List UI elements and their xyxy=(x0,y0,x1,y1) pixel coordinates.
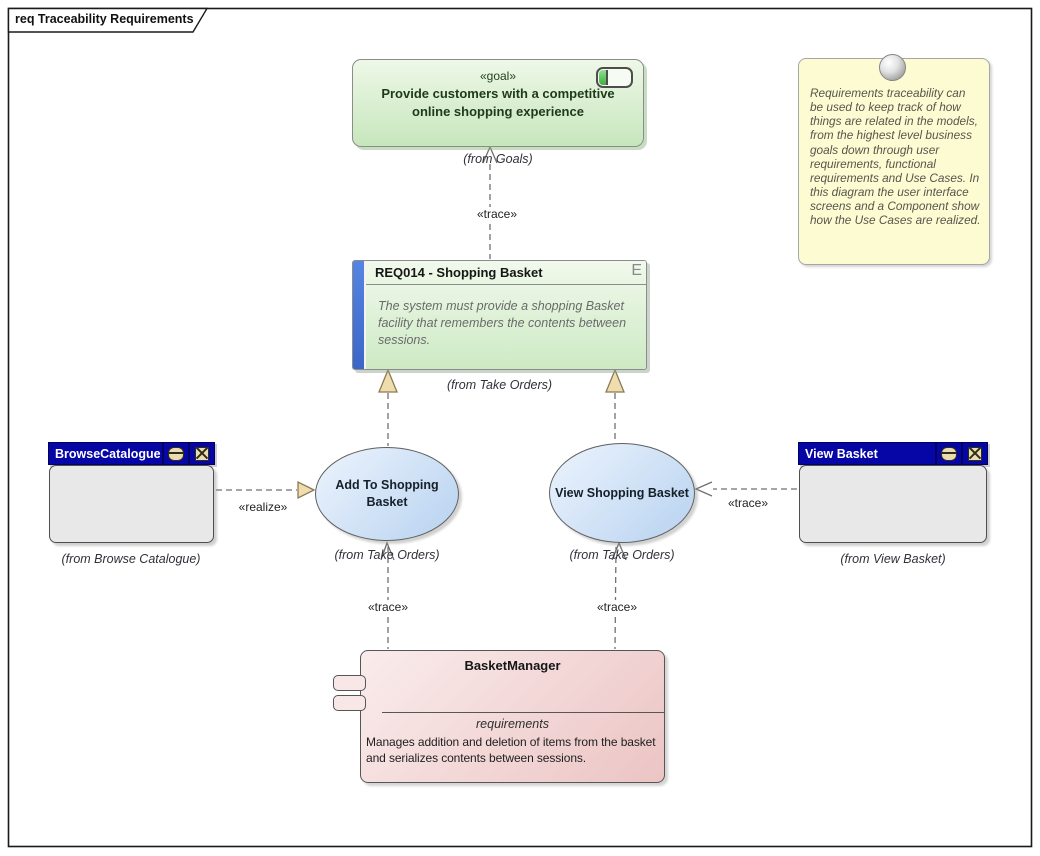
realization-triangle-right xyxy=(605,368,625,393)
requirement-from-label: (from Take Orders) xyxy=(446,378,553,392)
component-interface-lug-top xyxy=(333,675,366,691)
component-basketmanager[interactable]: BasketManager requirements Manages addit… xyxy=(360,650,665,783)
component-description: Manages addition and deletion of items f… xyxy=(366,735,656,765)
external-requirement-icon: E xyxy=(631,262,642,279)
component-requirements-section-label: requirements xyxy=(476,717,549,731)
requirement-text: The system must provide a shopping Baske… xyxy=(378,299,627,347)
component-name: BasketManager xyxy=(464,658,561,673)
trace-label-top: «trace» xyxy=(473,207,521,221)
note-text: Requirements traceability can be used to… xyxy=(810,86,981,228)
usecase-add-to-shopping-basket[interactable]: Add To Shopping Basket xyxy=(315,447,459,541)
titlebar-cell xyxy=(162,443,188,464)
usecase-view-shopping-basket[interactable]: View Shopping Basket xyxy=(549,443,695,543)
requirement-name: REQ014 - Shopping Basket xyxy=(366,261,646,285)
screen-title: BrowseCatalogue xyxy=(55,446,161,461)
realize-triangle-screen1 xyxy=(297,480,316,500)
goal-icon-bar xyxy=(599,70,608,85)
screen-viewbasket-body[interactable] xyxy=(799,465,987,543)
window-rollup-icon xyxy=(168,446,184,461)
titlebar-cell xyxy=(935,443,961,464)
goal-from-label: (from Goals) xyxy=(463,152,533,166)
window-close-icon xyxy=(968,446,982,461)
goal-element[interactable]: «goal» Provide customers with a competit… xyxy=(352,59,644,147)
component-interface-lug-bottom xyxy=(333,695,366,711)
usecase-name: Add To Shopping Basket xyxy=(335,478,439,509)
component-separator xyxy=(382,712,665,713)
trace-label-component-left: «trace» xyxy=(364,600,412,614)
requirement-body: REQ014 - Shopping Basket E The system mu… xyxy=(366,261,646,369)
trace-label-right: «trace» xyxy=(724,496,772,510)
screen2-from-label: (from View Basket) xyxy=(840,552,946,566)
realization-triangle-left xyxy=(378,368,398,393)
trace-connector-component-to-uc2[interactable] xyxy=(614,546,617,650)
screen-browsecatalogue-body[interactable] xyxy=(49,465,214,543)
open-arrowhead-goal xyxy=(482,145,498,164)
screen-browsecatalogue-titlebar[interactable]: BrowseCatalogue xyxy=(48,442,215,465)
diagram-frame-tab xyxy=(7,7,209,33)
realize-label: «realize» xyxy=(235,500,291,514)
diagram-frame-border xyxy=(7,7,1033,848)
screen-title: View Basket xyxy=(805,446,878,461)
titlebar-cell xyxy=(961,443,987,464)
window-close-icon xyxy=(195,446,209,461)
goal-icon xyxy=(596,67,633,88)
usecase-name: View Shopping Basket xyxy=(555,485,689,500)
pin-icon xyxy=(879,54,906,81)
trace-label-component-right: «trace» xyxy=(593,600,641,614)
window-rollup-icon xyxy=(941,446,957,461)
requirement-element[interactable]: REQ014 - Shopping Basket E The system mu… xyxy=(352,260,647,370)
open-arrowhead-uc2-right xyxy=(694,481,713,497)
note-element[interactable]: Requirements traceability can be used to… xyxy=(798,58,990,265)
open-arrowhead-uc2-bottom xyxy=(611,541,627,561)
screen-viewbasket-titlebar[interactable]: View Basket xyxy=(798,442,988,465)
usecase2-from-label: (from Take Orders) xyxy=(569,548,675,562)
goal-stereotype: «goal» xyxy=(479,69,517,83)
diagram-title: req Traceability Requirements xyxy=(15,12,194,26)
goal-name: Provide customers with a competitive onl… xyxy=(381,86,615,119)
usecase1-from-label: (from Take Orders) xyxy=(334,548,440,562)
open-arrowhead-uc1-bottom xyxy=(380,541,395,561)
screen1-from-label: (from Browse Catalogue) xyxy=(61,552,201,566)
titlebar-cell xyxy=(188,443,214,464)
requirement-status-bar xyxy=(353,261,366,369)
